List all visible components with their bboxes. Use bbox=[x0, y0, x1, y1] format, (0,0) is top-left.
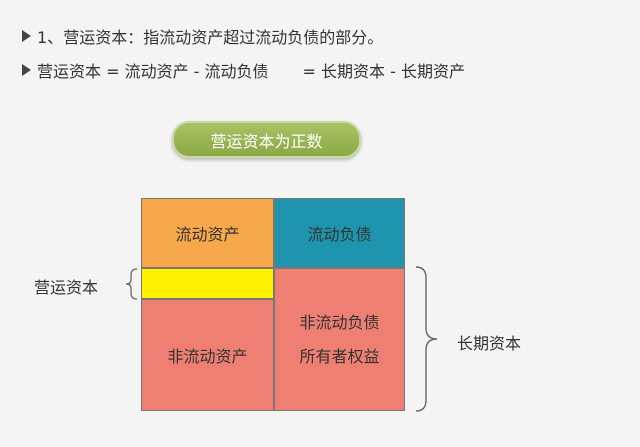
definition-text: 营运资本：指流动资产超过流动负债的部分。 bbox=[63, 28, 384, 47]
definition-line: 1、 营运资本：指流动资产超过流动负债的部分。 bbox=[22, 24, 383, 48]
current-liabilities-block: 流动负债 bbox=[274, 198, 405, 268]
non-current-assets-block: 非流动资产 bbox=[141, 299, 274, 411]
definition-number: 1、 bbox=[37, 28, 64, 47]
current-assets-label: 流动资产 bbox=[175, 225, 240, 244]
current-liabilities-label: 流动负债 bbox=[307, 225, 372, 244]
working-capital-block bbox=[141, 268, 274, 299]
owners-equity-label: 所有者权益 bbox=[299, 346, 380, 366]
arrow-bullet-icon bbox=[22, 30, 31, 42]
formula-left: 营运资本 = 流动资产 - 流动负债 bbox=[37, 62, 269, 81]
working-capital-label: 营运资本 bbox=[34, 278, 99, 297]
long-term-funding-block: 非流动负债 所有者权益 bbox=[274, 268, 405, 411]
long-term-capital-brace-icon bbox=[415, 266, 438, 412]
working-capital-brace-icon bbox=[125, 268, 138, 300]
formula-right: = 长期资本 - 长期资产 bbox=[302, 62, 465, 81]
long-term-capital-label: 长期资本 bbox=[457, 334, 522, 353]
arrow-bullet-icon bbox=[22, 64, 31, 76]
current-assets-block: 流动资产 bbox=[141, 198, 274, 268]
positive-working-capital-badge: 营运资本为正数 bbox=[172, 121, 361, 158]
non-current-liabilities-label: 非流动负债 bbox=[299, 312, 380, 332]
formula-line: 营运资本 = 流动资产 - 流动负债 = 长期资本 - 长期资产 bbox=[22, 58, 465, 82]
non-current-assets-label: 非流动资产 bbox=[167, 347, 248, 366]
